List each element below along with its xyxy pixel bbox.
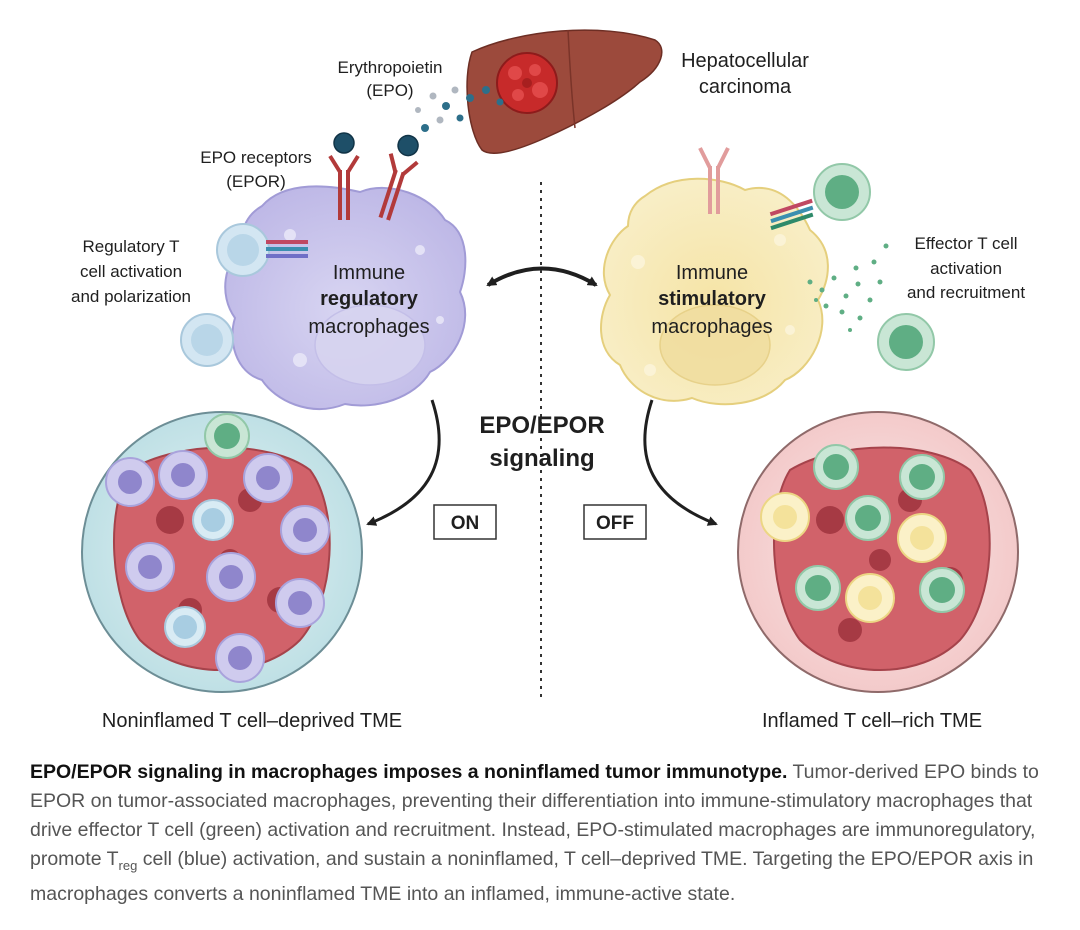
left-tme-effector-cell xyxy=(204,413,250,459)
effector-label-line2: activation xyxy=(930,259,1002,278)
left-macrophage-label-line2: regulatory xyxy=(320,288,419,310)
right-macrophage-label-line3: macrophages xyxy=(651,316,772,338)
epor-label-line1: EPO receptors xyxy=(200,148,312,167)
left-macrophage-label-line1: Immune xyxy=(333,262,405,284)
left-tme-regulatory-macrophages xyxy=(105,450,330,683)
treg-label-line3: and polarization xyxy=(71,287,191,306)
right-tme-circle xyxy=(737,411,1019,693)
caption-body-part2: cell (blue) activation, and sustain a no… xyxy=(30,848,1034,905)
caption-title: EPO/EPOR signaling in macrophages impose… xyxy=(30,761,788,783)
effector-label-line1: Effector T cell xyxy=(915,234,1018,253)
hcc-label-line1: Hepatocellular xyxy=(681,50,809,72)
caption-body-part1: Tumor-derived EPO binds to EPOR on tumor… xyxy=(30,761,1039,870)
on-label: ON xyxy=(451,513,480,534)
right-tme-label: Inflamed T cell–rich TME xyxy=(762,710,982,732)
arrow-to-right-tme xyxy=(643,399,718,526)
right-tme-effector-cells xyxy=(795,444,965,613)
epo-particles xyxy=(415,86,504,132)
right-macrophage-label-line1: Immune xyxy=(676,262,748,284)
epor-receptor-left-2 xyxy=(378,134,419,221)
effector-label-line3: and recruitment xyxy=(907,283,1025,302)
effector-t-cell-free xyxy=(877,313,935,371)
treg-cell-free xyxy=(180,313,234,367)
treg-cell-bound xyxy=(216,223,308,277)
right-macrophage-label-line2: stimulatory xyxy=(658,288,767,310)
double-arrow xyxy=(486,266,598,287)
treg-label-line2: cell activation xyxy=(80,262,182,281)
cytokine-particles xyxy=(807,243,889,332)
left-macrophage-label-line3: macrophages xyxy=(308,316,429,338)
treg-label-line1: Regulatory T xyxy=(82,237,179,256)
epor-receptor-right xyxy=(698,147,730,214)
epor-receptor-left-1 xyxy=(328,132,360,220)
liver-illustration xyxy=(466,29,663,154)
effector-t-cell-bound xyxy=(769,163,871,231)
caption-subscript: reg xyxy=(118,857,138,873)
left-tme-treg-cells xyxy=(164,499,234,648)
figure-caption: EPO/EPOR signaling in macrophages impose… xyxy=(30,758,1060,909)
signaling-label-line2: signaling xyxy=(489,445,594,472)
hepatic-tumor xyxy=(496,52,558,114)
right-tme-stimulatory-macrophages xyxy=(760,492,947,623)
stimulatory-macrophage xyxy=(600,177,829,406)
left-tme-label: Noninflamed T cell–deprived TME xyxy=(102,710,402,732)
hcc-label-line2: carcinoma xyxy=(699,76,792,98)
signaling-label-line1: EPO/EPOR xyxy=(479,412,604,439)
on-badge: ON xyxy=(433,504,497,540)
off-badge: OFF xyxy=(583,504,647,540)
epor-label-line2: (EPOR) xyxy=(226,172,286,191)
arrow-to-left-tme xyxy=(366,399,441,526)
epo-epor-diagram: Erythropoietin (EPO) Hepatocellular carc… xyxy=(71,29,1025,732)
epo-label-line1: Erythropoietin xyxy=(338,58,443,77)
epo-label-line2: (EPO) xyxy=(366,81,413,100)
off-label: OFF xyxy=(596,513,634,534)
